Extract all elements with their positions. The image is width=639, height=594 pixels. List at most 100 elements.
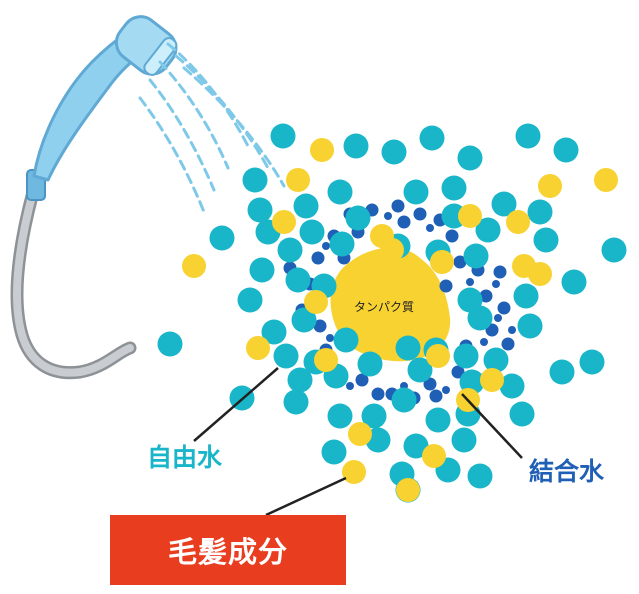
bound-water-molecule	[426, 224, 434, 232]
free-water-molecule	[419, 125, 445, 151]
free-water-molecule	[407, 357, 433, 383]
free-water-molecule	[467, 305, 493, 331]
hair-component-particle	[430, 250, 454, 274]
bound-water-molecule	[442, 386, 450, 394]
water-spray	[138, 42, 286, 214]
free-water-molecule	[357, 351, 383, 377]
hair-component-leader-line	[265, 476, 347, 517]
hair-component-particle	[380, 238, 404, 262]
free-water-molecule	[293, 193, 319, 219]
free-water-molecule	[273, 343, 299, 369]
bound-water-molecule	[479, 289, 493, 303]
bound-water-molecule	[494, 314, 502, 322]
bound-water-molecule	[480, 338, 488, 346]
bound-water-molecule	[391, 199, 405, 213]
hair-component-particle	[342, 460, 366, 484]
free-water-molecule	[453, 343, 479, 369]
free-water-leader-line	[193, 367, 279, 442]
free-water-molecule	[483, 347, 509, 373]
free-water-molecule	[517, 313, 543, 339]
bound-water-molecule	[466, 278, 474, 286]
hair-component-particle	[348, 422, 372, 446]
bound-water-molecule	[497, 301, 511, 315]
free-water-molecule	[403, 433, 429, 459]
free-water-molecule	[467, 463, 493, 489]
free-water-molecule	[553, 137, 579, 163]
hair-component-particle	[310, 138, 334, 162]
bound-water-molecule	[493, 265, 507, 279]
free-water-molecule	[395, 335, 421, 361]
free-water-molecule	[527, 199, 553, 225]
bound-water-leader-line	[461, 393, 523, 459]
free-water-molecule	[533, 227, 559, 253]
free-water-molecule	[463, 243, 489, 269]
free-water-molecule	[561, 269, 587, 295]
hair-component-box: 毛髪成分	[110, 515, 346, 585]
free-water-molecule	[261, 319, 287, 345]
free-water-molecule	[329, 231, 355, 257]
free-water-molecule	[249, 257, 275, 283]
free-water-molecule	[549, 359, 575, 385]
free-water-molecule	[299, 219, 325, 245]
bound-water-molecule	[413, 207, 427, 221]
bound-water-molecule	[346, 382, 354, 390]
free-water-molecule	[270, 123, 296, 149]
free-water-molecule	[327, 179, 353, 205]
free-water-molecule	[277, 237, 303, 263]
free-water-molecule	[283, 389, 309, 415]
bound-water-molecule	[439, 279, 453, 293]
bound-water-molecule	[423, 377, 437, 391]
free-water-molecule	[425, 407, 451, 433]
free-water-molecule	[403, 179, 429, 205]
free-water-molecule	[579, 349, 605, 375]
free-water-molecule	[515, 123, 541, 149]
bound-water-molecule	[492, 280, 500, 288]
free-water-molecule	[345, 205, 371, 231]
free-water-molecule	[321, 439, 347, 465]
hair-component-particle	[512, 254, 536, 278]
bound-water-molecule	[508, 326, 516, 334]
particles-layer	[157, 123, 627, 503]
hair-component-particle	[314, 348, 338, 372]
free-water-molecule	[499, 373, 525, 399]
free-water-molecule	[247, 197, 273, 223]
bound-water-molecule	[453, 255, 467, 269]
free-water-molecule	[285, 267, 311, 293]
free-water-molecule	[333, 327, 359, 353]
hair-component-particle	[286, 168, 310, 192]
free-water-molecule	[513, 283, 539, 309]
protein-blob	[330, 247, 451, 362]
free-water-molecule	[287, 367, 313, 393]
free-water-molecule	[451, 427, 477, 453]
free-water-molecule	[237, 287, 263, 313]
protein-label: タンパク質	[354, 300, 415, 314]
bound-water-molecule	[429, 389, 443, 403]
free-water-label: 自由水	[147, 443, 223, 472]
free-water-molecule	[327, 403, 353, 429]
bound-water-molecule	[355, 373, 369, 387]
shower-head-icon	[10, 15, 178, 380]
free-water-molecule	[209, 225, 235, 251]
bound-water-molecule	[501, 337, 515, 351]
hair-component-particle	[182, 254, 206, 278]
free-water-molecule	[242, 167, 268, 193]
hair-component-particle	[594, 168, 618, 192]
hair-component-particle	[426, 344, 450, 368]
bound-water-molecule	[445, 229, 459, 243]
free-water-molecule	[475, 217, 501, 243]
free-water-molecule	[343, 133, 369, 159]
free-water-molecule	[291, 307, 317, 333]
free-water-molecule	[509, 401, 535, 427]
hair-component-particle	[480, 368, 504, 392]
bound-water-molecule	[371, 387, 385, 401]
free-water-molecule	[157, 331, 183, 357]
free-water-molecule	[457, 145, 483, 171]
hair-component-particle	[396, 478, 420, 502]
bound-water-molecule	[384, 212, 392, 220]
hair-component-particle	[246, 336, 270, 360]
free-water-molecule	[441, 175, 467, 201]
shower-hose	[10, 189, 137, 380]
hair-component-particle	[506, 210, 530, 234]
bound-water-molecule	[326, 334, 334, 342]
